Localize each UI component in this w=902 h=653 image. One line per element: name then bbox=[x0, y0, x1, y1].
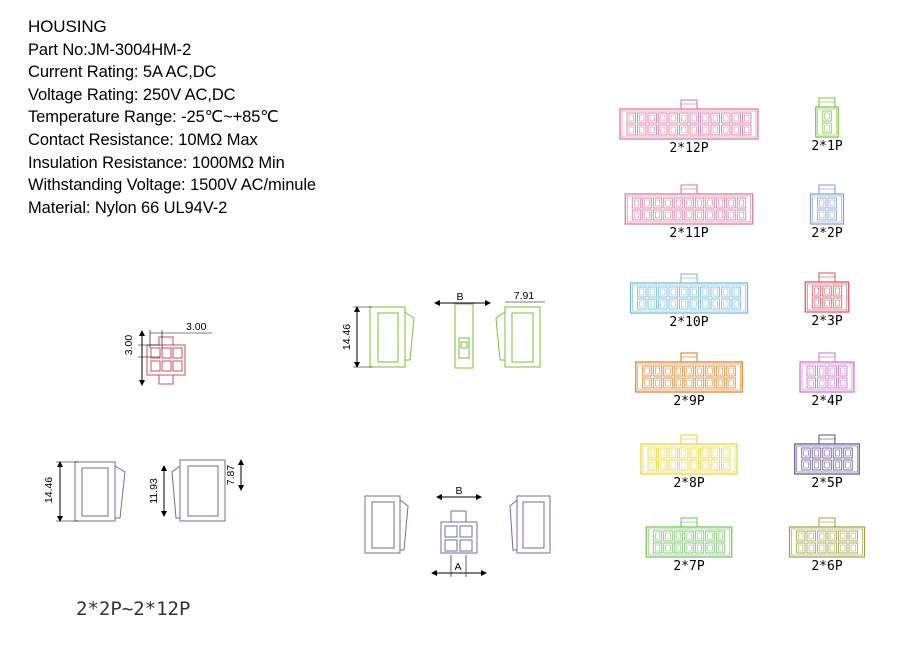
spec-withstanding-voltage: Withstanding Voltage: 1500V AC/minule bbox=[28, 176, 316, 195]
variant-label: 2*8P bbox=[673, 476, 704, 491]
connector-variant: 2*12P bbox=[619, 99, 759, 156]
variant-label: 2*3P bbox=[811, 314, 842, 329]
spec-title: HOUSING bbox=[28, 17, 107, 36]
connector-variant: 2*8P bbox=[640, 434, 738, 491]
spec-temperature-range: Temperature Range: -25℃~+85℃ bbox=[28, 108, 279, 127]
height-top-dim: 14.46 bbox=[341, 324, 353, 350]
pitch-vertical-dim: 3.00 bbox=[123, 335, 135, 356]
top-side-views bbox=[369, 303, 541, 369]
spec-block: HOUSING Part No:JM-3004HM-2 Current Rati… bbox=[28, 16, 316, 219]
connector-variant: 2*2P bbox=[809, 184, 845, 241]
connector-variant: 2*9P bbox=[635, 352, 743, 409]
variant-label: 2*9P bbox=[673, 394, 704, 409]
height-bottom-dim: 14.46 bbox=[43, 477, 55, 503]
connector-variant: 2*1P bbox=[811, 97, 843, 154]
bottom-left-side-views bbox=[74, 459, 226, 522]
height-mid-dim: 11.93 bbox=[148, 478, 160, 504]
spec-current-rating: Current Rating: 5A AC,DC bbox=[28, 63, 217, 82]
bottom-left-dimensions: 14.46 11.93 7.87 bbox=[43, 459, 244, 522]
variant-label: 2*7P bbox=[673, 559, 704, 574]
spec-voltage-rating: Voltage Rating: 250V AC,DC bbox=[28, 85, 236, 104]
variant-label: 2*2P bbox=[811, 226, 842, 241]
variant-label: 2*12P bbox=[669, 141, 708, 156]
spec-contact-resistance: Contact Resistance: 10MΩ Max bbox=[28, 130, 258, 149]
connector-variant: 2*10P bbox=[629, 273, 749, 330]
height-small-dim: 7.87 bbox=[225, 465, 237, 486]
width-top-dim: 7.91 bbox=[514, 290, 535, 302]
label-b-bottom: B bbox=[455, 485, 462, 497]
variant-label: 2*5P bbox=[811, 476, 842, 491]
variant-label: 2*10P bbox=[669, 315, 708, 330]
top-dimensions: 14.46 B 7.91 bbox=[341, 290, 545, 368]
connector-variant: 2*6P bbox=[788, 517, 866, 574]
connector-variant: 2*7P bbox=[645, 517, 733, 574]
connector-variant: 2*5P bbox=[794, 434, 860, 491]
connector-variants: 2*12P 2*1P 2*11P 2*2P 2*10P 2*3P 2*9P 2*4P 2*8P 2… bbox=[619, 97, 866, 574]
pitch-detail-view: 3.00 3.00 bbox=[123, 321, 212, 386]
connector-variant: 2*3P bbox=[804, 272, 850, 329]
pitch-horizontal-dim: 3.00 bbox=[186, 321, 207, 333]
connector-variant: 2*4P bbox=[799, 352, 855, 409]
bottom-middle-views bbox=[364, 495, 551, 554]
spec-part-no: Part No:JM-3004HM-2 bbox=[28, 40, 192, 59]
variant-label: 2*11P bbox=[669, 226, 708, 241]
spec-insulation-resistance: Insulation Resistance: 1000MΩ Min bbox=[28, 153, 285, 172]
label-a-bottom: A bbox=[454, 561, 461, 573]
range-label: 2*2P~2*12P bbox=[76, 598, 190, 620]
variant-label: 2*6P bbox=[811, 559, 842, 574]
variant-label: 2*1P bbox=[811, 139, 842, 154]
label-b-top: B bbox=[456, 291, 463, 303]
bottom-middle-dimensions: B A bbox=[431, 485, 487, 577]
variant-label: 2*4P bbox=[811, 394, 842, 409]
connector-variant: 2*11P bbox=[624, 184, 754, 241]
spec-material: Material: Nylon 66 UL94V-2 bbox=[28, 198, 228, 217]
